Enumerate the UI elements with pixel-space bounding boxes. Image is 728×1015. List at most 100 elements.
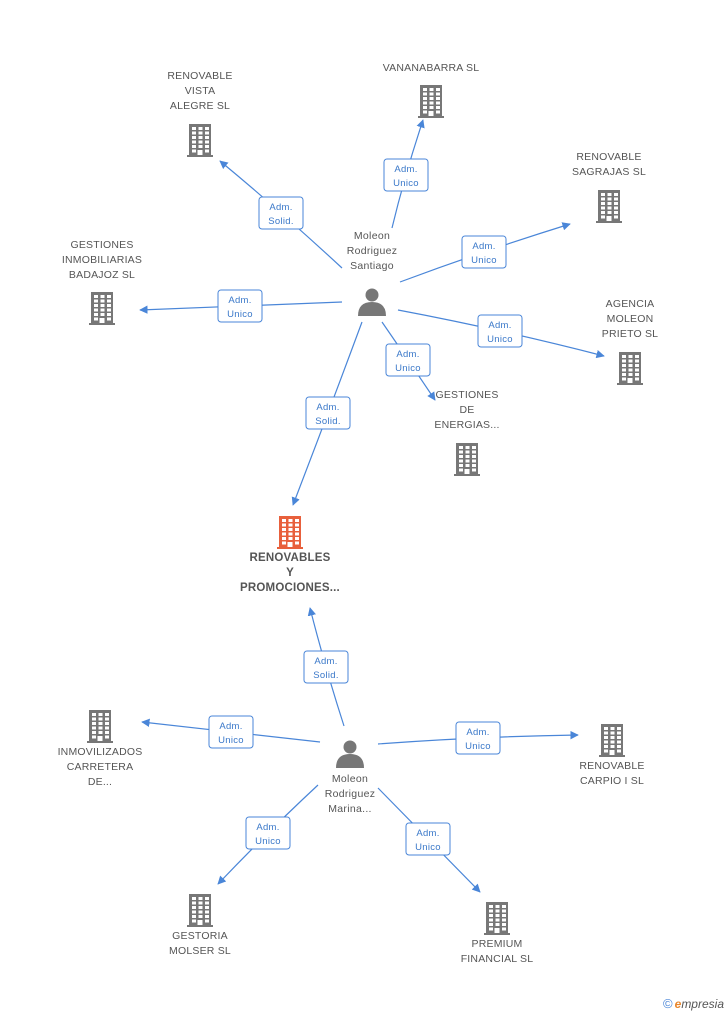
- role-badge-text: Unico: [487, 334, 513, 345]
- role-badge-text: Adm.: [416, 828, 439, 839]
- role-badge-box: [477, 314, 523, 348]
- company-node-renovables-promociones[interactable]: RENOVABLES Y PROMOCIONES...: [240, 516, 340, 594]
- role-badge-text: Unico: [471, 255, 497, 266]
- role-badge-text: Unico: [415, 842, 441, 853]
- person-node-moleon-marina[interactable]: MoleonRodriguezMarina...: [325, 740, 376, 816]
- role-badge-box: [305, 396, 351, 430]
- role-badge-text: Adm.: [314, 656, 337, 667]
- node-label-line: RENOVABLE: [167, 70, 232, 82]
- building-icon: [596, 190, 622, 223]
- company-node-renovable-carpio[interactable]: RENOVABLE CARPIO I SL: [579, 724, 644, 787]
- building-icon: [89, 292, 115, 325]
- role-badge-box: [405, 822, 451, 856]
- role-badge[interactable]: Adm. Unico: [245, 816, 291, 850]
- role-badge-box: [385, 343, 431, 377]
- role-badge-text: Unico: [227, 309, 253, 320]
- company-node-gestiones-energias[interactable]: GESTIONES DE ENERGIAS...: [434, 389, 499, 476]
- role-badge-text: Unico: [395, 363, 421, 374]
- role-badge-box: [303, 650, 349, 684]
- role-badge-box: [258, 196, 304, 230]
- role-badge-text: Solid.: [315, 416, 341, 427]
- node-label-line: Rodriguez: [325, 788, 376, 800]
- node-label-line: Y: [286, 567, 294, 579]
- node-label-line: INMOVILIZADOS: [58, 746, 143, 758]
- node-label-line: INMOBILIARIAS: [62, 254, 142, 266]
- role-badge-text: Adm.: [472, 241, 495, 252]
- building-icon: [484, 902, 510, 935]
- person-icon: [358, 288, 386, 316]
- role-badge-box: [245, 816, 291, 850]
- role-badge-box: [208, 715, 254, 749]
- node-label-line: RENOVABLE: [579, 760, 644, 772]
- badges-layer: Adm.Solid.Adm.UnicoAdm.UnicoAdm.UnicoAdm…: [208, 158, 523, 856]
- building-icon: [599, 724, 625, 757]
- building-icon: [454, 443, 480, 476]
- node-label-line: MOLSER SL: [169, 945, 231, 957]
- role-badge-text: Adm.: [269, 202, 292, 213]
- company-node-inmovilizados[interactable]: INMOVILIZADOSCARRETERADE...: [58, 710, 143, 788]
- node-label-line: ALEGRE SL: [170, 100, 230, 112]
- role-badge[interactable]: Adm.Unico: [208, 715, 254, 749]
- role-badge-text: Unico: [255, 836, 281, 847]
- node-label-line: DE: [460, 404, 475, 416]
- role-badge-text: Adm.: [488, 320, 511, 331]
- node-label-line: CARPIO I SL: [580, 775, 644, 787]
- role-badge[interactable]: Adm. Unico: [405, 822, 451, 856]
- building-icon: [87, 710, 113, 743]
- role-badge-box: [455, 721, 501, 755]
- role-badge-text: Unico: [465, 741, 491, 752]
- node-label-line: MOLEON: [607, 313, 654, 325]
- building-icon: [187, 124, 213, 157]
- role-badge-text: Solid.: [268, 216, 294, 227]
- role-badge-text: Solid.: [313, 670, 339, 681]
- node-label-line: AGENCIA: [606, 298, 655, 310]
- company-node-agencia-moleon[interactable]: AGENCIA MOLEON PRIETO SL: [602, 298, 658, 385]
- node-label-line: VANANABARRA SL: [383, 62, 480, 74]
- role-badge-text: Adm.: [396, 349, 419, 360]
- role-badge-box: [383, 158, 429, 192]
- node-label-line: PRIETO SL: [602, 328, 658, 340]
- node-label-line: Marina...: [328, 803, 372, 815]
- node-label-line: DE...: [88, 776, 112, 788]
- node-label-line: Rodriguez: [347, 245, 398, 257]
- role-badge[interactable]: Adm. Solid.: [258, 196, 304, 230]
- node-label-line: Santiago: [350, 260, 394, 272]
- node-label-line: Moleon: [354, 230, 390, 242]
- node-label-line: PROMOCIONES...: [240, 582, 340, 594]
- role-badge[interactable]: Adm. Unico: [461, 235, 507, 269]
- footer-brand[interactable]: ©empresia: [663, 996, 724, 1011]
- role-badge[interactable]: Adm. Unico: [383, 158, 429, 192]
- role-badge[interactable]: Adm. Unico: [455, 721, 501, 755]
- role-badge-text: Adm.: [466, 727, 489, 738]
- node-label-line: GESTIONES: [435, 389, 498, 401]
- role-badge[interactable]: Adm.Unico: [217, 289, 263, 323]
- company-node-renovable-sagrajas[interactable]: RENOVABLE SAGRAJAS SL: [572, 151, 646, 223]
- node-label-line: GESTORIA: [172, 930, 228, 942]
- role-badge-text: Unico: [393, 178, 419, 189]
- role-badge[interactable]: Adm. Solid.: [305, 396, 351, 430]
- role-badge-box: [217, 289, 263, 323]
- role-badge-text: Adm.: [316, 402, 339, 413]
- node-label-line: ENERGIAS...: [434, 419, 499, 431]
- role-badge[interactable]: Adm. Unico: [477, 314, 523, 348]
- copyright-symbol: ©: [663, 996, 673, 1011]
- node-label-line: RENOVABLES: [249, 552, 330, 564]
- node-label-line: Moleon: [332, 773, 368, 785]
- node-label-line: RENOVABLE: [576, 151, 641, 163]
- node-label-line: PREMIUM: [472, 938, 523, 950]
- role-badge-text: Adm.: [256, 822, 279, 833]
- company-node-vananabarra[interactable]: VANANABARRA SL: [383, 62, 480, 118]
- brand-logo-e: e: [674, 997, 682, 1011]
- node-label-line: SAGRAJAS SL: [572, 166, 646, 178]
- role-badge[interactable]: Adm. Unico: [385, 343, 431, 377]
- role-badge[interactable]: Adm. Solid.: [303, 650, 349, 684]
- node-label-line: GESTIONES: [70, 239, 133, 251]
- company-node-gestoria-molser[interactable]: GESTORIA MOLSER SL: [169, 894, 231, 957]
- role-badge-text: Adm.: [394, 164, 417, 175]
